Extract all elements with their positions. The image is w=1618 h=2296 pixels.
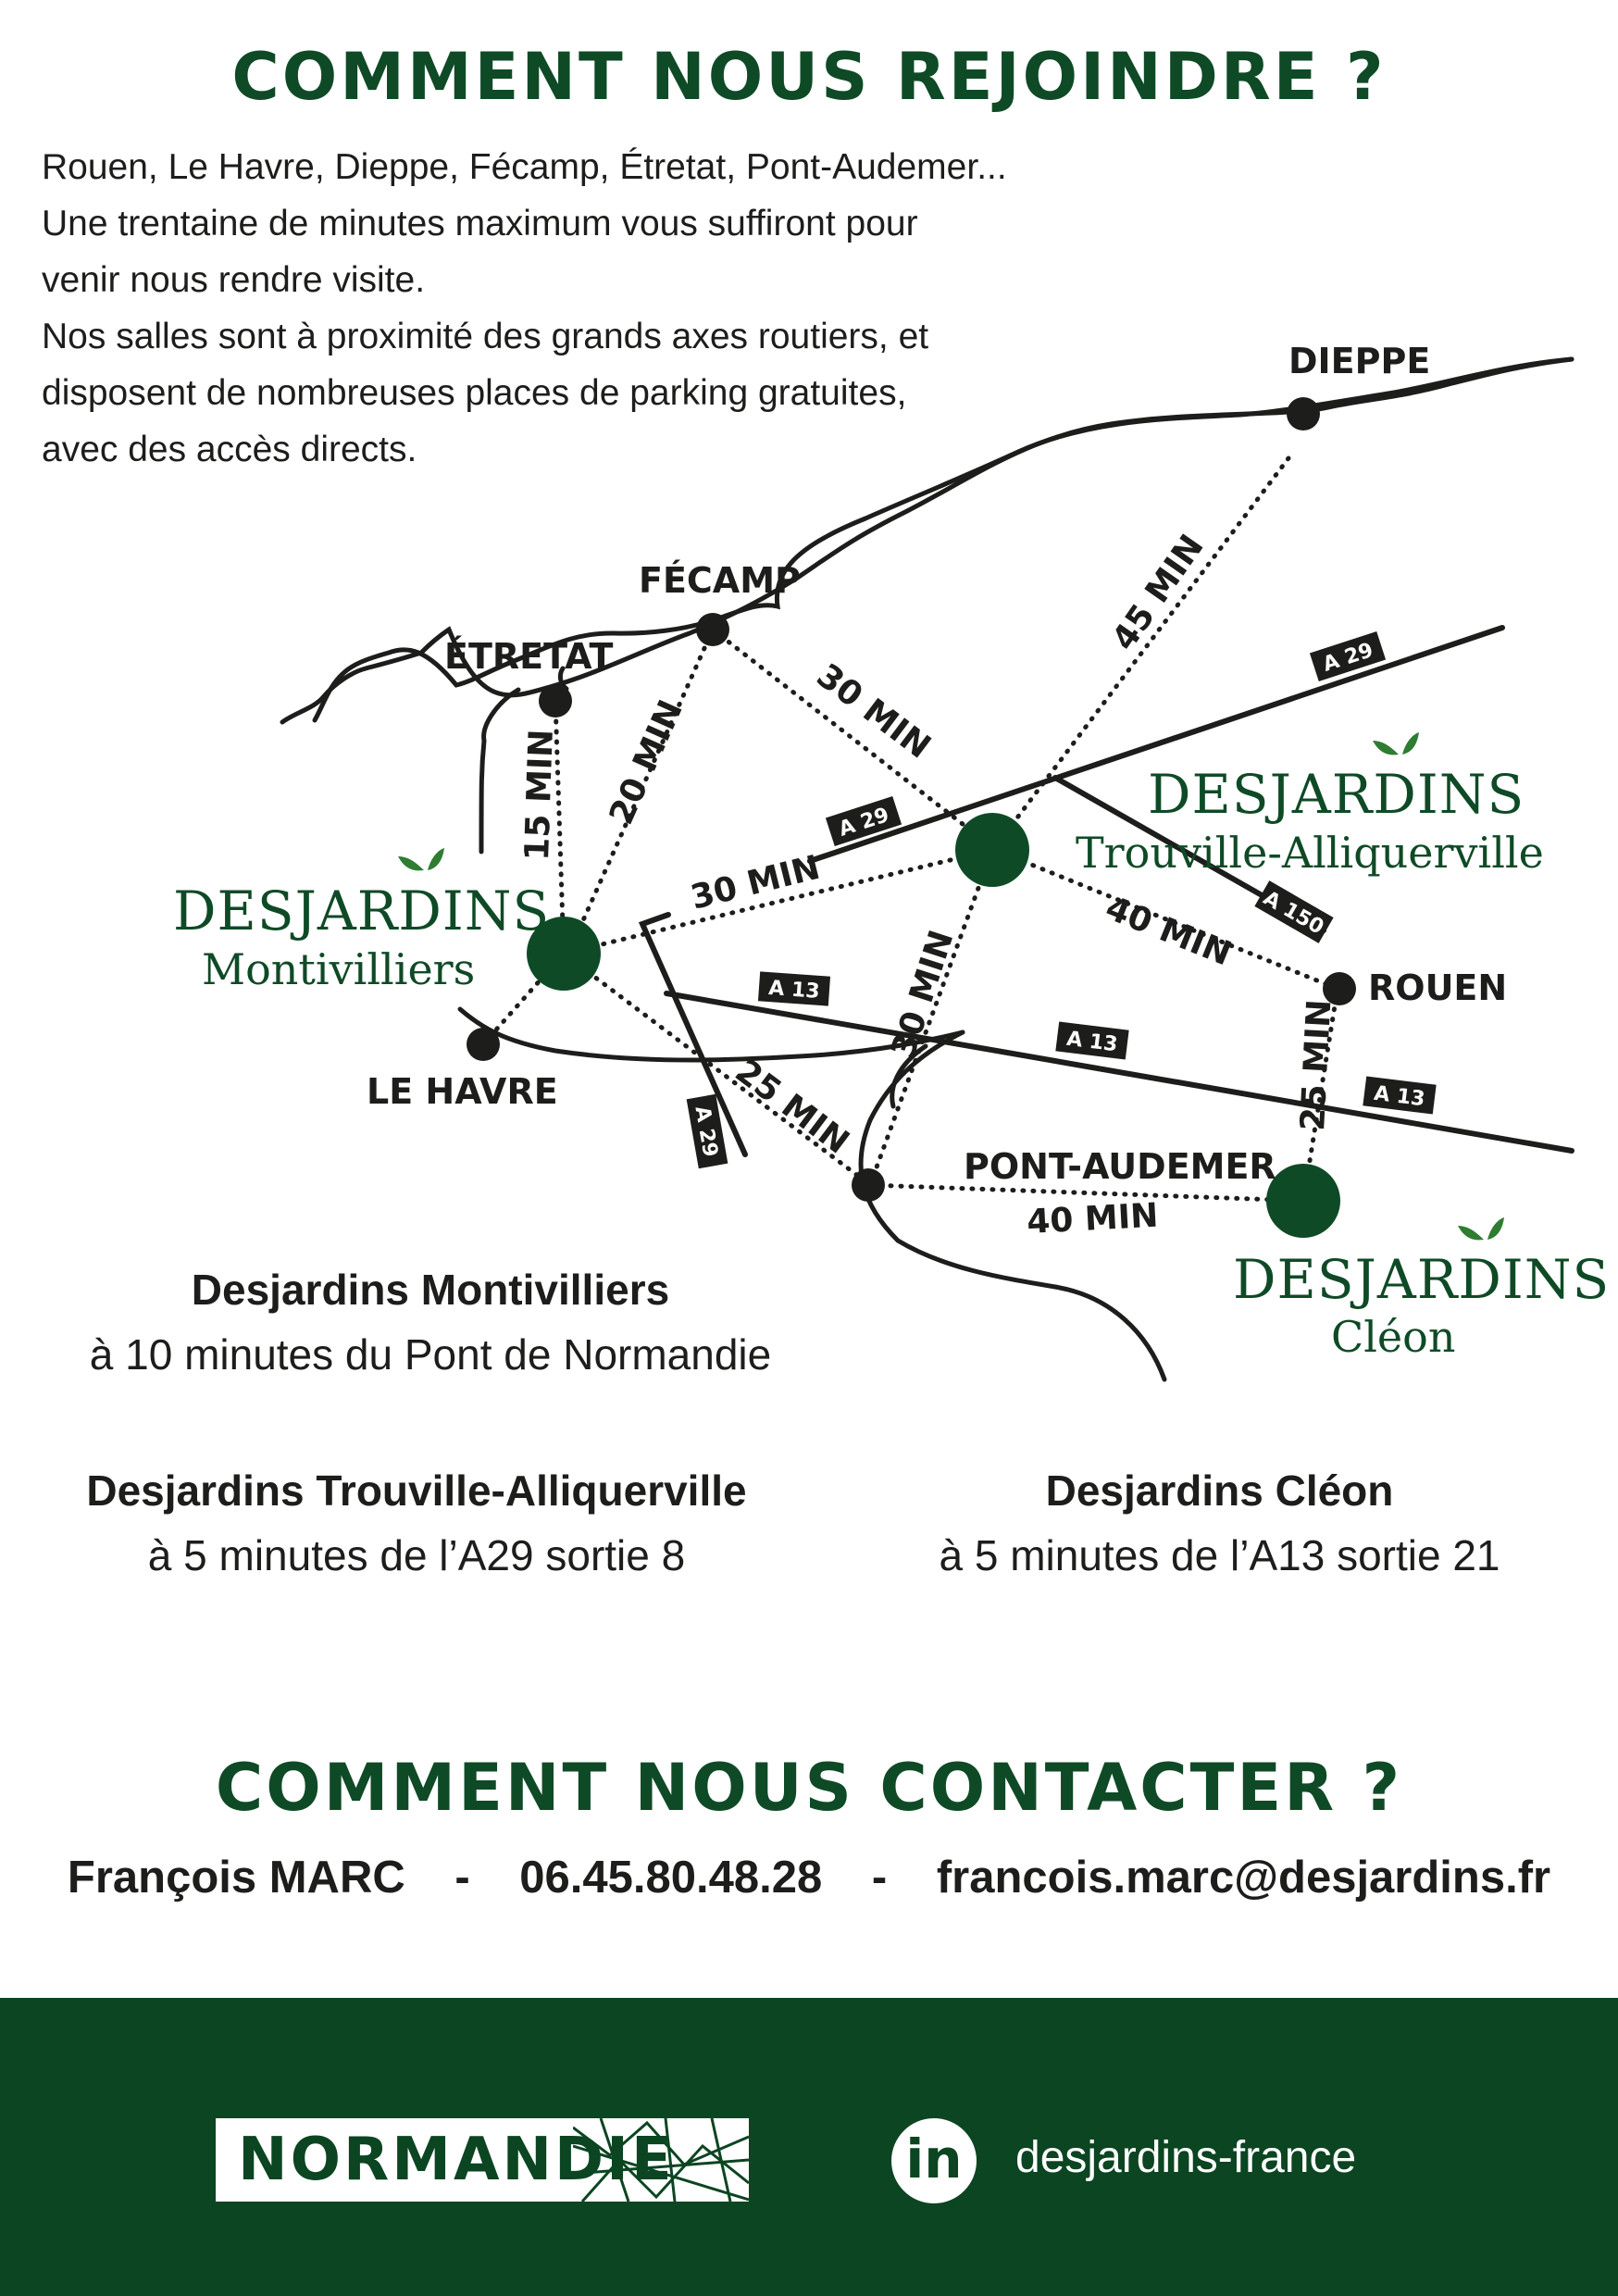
road-shield-a29-vertical: A 29 — [686, 1093, 728, 1169]
linkedin-handle[interactable]: desjardins-france — [1015, 2133, 1357, 2182]
intro-text: Rouen, Le Havre, Dieppe, Fécamp, Étretat… — [42, 139, 1152, 478]
road-label: A 13 — [767, 977, 820, 1004]
city-dot-etretat — [539, 684, 572, 718]
coastline — [280, 356, 1574, 725]
store-info-name: Desjardins Cléon — [1045, 1466, 1394, 1515]
contact-title: COMMENT NOUS CONTACTER ? — [215, 1750, 1403, 1826]
route-map: DIEPPE FÉCAMP ÉTRETAT LE HAVRE ROUEN PON… — [173, 341, 1610, 1382]
a13-highway — [664, 991, 1574, 1154]
store-name-cleon: Cléon — [1331, 1312, 1455, 1362]
store-info-name: Desjardins Montivilliers — [191, 1266, 670, 1314]
duration-dieppe-trouville: 45 MIN — [1105, 528, 1212, 657]
city-label-rouen: ROUEN — [1368, 967, 1507, 1008]
intro-line: venir nous rendre visite. — [42, 260, 426, 300]
road-shield-a13-west: A 13 — [757, 971, 831, 1006]
contact-line: François MARC - 06.45.80.48.28 - francoi… — [0, 1852, 1618, 1903]
leaf-icon — [1373, 732, 1419, 755]
intro-line: disposent de nombreuses places de parkin… — [42, 373, 907, 413]
city-label-pontaudemer: PONT-AUDEMER — [964, 1146, 1276, 1187]
road-shield-a13-east: A 13 — [1363, 1076, 1437, 1115]
logo-desjardins-trouville: DESJARDINS Trouville-Alliquerville — [1076, 732, 1544, 878]
store-info-desc: à 5 minutes de l’A13 sortie 21 — [939, 1531, 1500, 1579]
a29-south-highway — [638, 912, 748, 1157]
intro-line: Rouen, Le Havre, Dieppe, Fécamp, Étretat… — [42, 147, 1007, 187]
logo-desjardins-montivilliers: DESJARDINS Montivilliers — [173, 848, 550, 994]
route-fecamp-trouville — [710, 627, 995, 850]
duration-pontaudemer-cleon: 40 MIN — [1026, 1197, 1159, 1242]
normandie-wordmark: NORMANDIE — [238, 2126, 675, 2194]
city-label-dieppe: DIEPPE — [1288, 341, 1430, 381]
route-montivilliers-trouville — [561, 847, 995, 956]
store-dot-cleon — [1266, 1164, 1340, 1238]
route-trouville-pontaudemer — [867, 847, 995, 1188]
coastline-north — [312, 356, 1574, 723]
page-title: COMMENT NOUS REJOINDRE ? — [231, 39, 1387, 115]
intro-line: avec des accès directs. — [42, 430, 417, 469]
route-etretat-montivilliers — [553, 698, 566, 956]
road-shield-a29-north: A 29 — [1309, 631, 1387, 681]
store-name-montivilliers: Montivilliers — [202, 944, 475, 994]
city-dot-pontaudemer — [852, 1168, 885, 1202]
contact-phone[interactable]: 06.45.80.48.28 — [519, 1853, 823, 1903]
leaf-icon — [398, 848, 444, 871]
route-montivilliers-pontaudemer — [561, 951, 873, 1188]
duration-etretat-montivilliers: 15 MIN — [518, 729, 561, 861]
road-shield-a13-mid: A 13 — [1055, 1021, 1129, 1060]
brand-wordmark: DESJARDINS — [1148, 763, 1525, 826]
brand-wordmark: DESJARDINS — [1233, 1248, 1610, 1311]
city-dot-rouen — [1323, 972, 1356, 1005]
duration-fecamp-trouville: 30 MIN — [810, 656, 938, 766]
info-cleon: Desjardins Cléon à 5 minutes de l’A13 so… — [833, 1458, 1606, 1588]
intro-line: Une trentaine de minutes maximum vous su… — [42, 204, 918, 243]
route-trouville-rouen — [992, 847, 1340, 992]
route-pontaudemer-cleon — [867, 1182, 1306, 1204]
linkedin-icon[interactable]: in — [891, 2118, 977, 2203]
store-dot-montivilliers — [527, 917, 601, 991]
contact-email[interactable]: francois.marc@desjardins.fr — [936, 1853, 1551, 1903]
duration-rouen-cleon: 25 MIN — [1294, 999, 1338, 1132]
store-info-name: Desjardins Trouville-Alliquerville — [86, 1466, 747, 1515]
duration-trouville-rouen: 40 MIN — [1101, 889, 1237, 973]
city-label-etretat: ÉTRETAT — [444, 636, 614, 677]
duration-montivilliers-trouville: 30 MIN — [687, 849, 824, 917]
city-label-fecamp: FÉCAMP — [639, 560, 801, 601]
store-info-desc: à 10 minutes du Pont de Normandie — [89, 1330, 772, 1379]
duration-montivilliers-pontaudemer: 25 MIN — [728, 1052, 856, 1161]
seine-river — [457, 1006, 965, 1063]
duration-fecamp-montivilliers: 20 MIN — [603, 694, 691, 830]
logo-desjardins-cleon: DESJARDINS Cléon — [1233, 1217, 1610, 1362]
info-montivilliers: Desjardins Montivilliers à 10 minutes du… — [0, 1257, 861, 1387]
city-dot-lehavre — [467, 1028, 500, 1061]
separator: - — [871, 1853, 888, 1903]
seine-bend — [858, 1029, 1167, 1382]
road-shield-a29-mid: A 29 — [825, 796, 902, 846]
coastline-south — [479, 687, 521, 855]
intro-line: Nos salles sont à proximité des grands a… — [42, 317, 929, 356]
linkedin-glyph: in — [905, 2128, 963, 2190]
leaf-icon — [1458, 1217, 1504, 1241]
normandie-logo: NORMANDIE — [216, 2118, 749, 2202]
store-dot-trouville — [955, 813, 1029, 887]
city-dot-fecamp — [696, 613, 729, 646]
route-dieppe-trouville — [992, 455, 1291, 850]
city-dot-dieppe — [1287, 397, 1320, 430]
contact-person: François MARC — [67, 1853, 405, 1903]
city-label-lehavre: LE HAVRE — [367, 1071, 558, 1112]
road-shield-a150: A 150 — [1254, 880, 1334, 943]
route-fecamp-montivilliers — [566, 627, 716, 956]
store-name-trouville: Trouville-Alliquerville — [1076, 828, 1544, 878]
footer: NORMANDIE in desjardins-france — [0, 1998, 1618, 2296]
separator: - — [454, 1853, 470, 1903]
branch-pattern — [573, 2118, 749, 2202]
store-info-desc: à 5 minutes de l’A29 sortie 8 — [147, 1531, 686, 1579]
brand-wordmark: DESJARDINS — [173, 880, 550, 942]
a29-highway — [807, 625, 1505, 864]
info-trouville: Desjardins Trouville-Alliquerville à 5 m… — [0, 1458, 833, 1588]
